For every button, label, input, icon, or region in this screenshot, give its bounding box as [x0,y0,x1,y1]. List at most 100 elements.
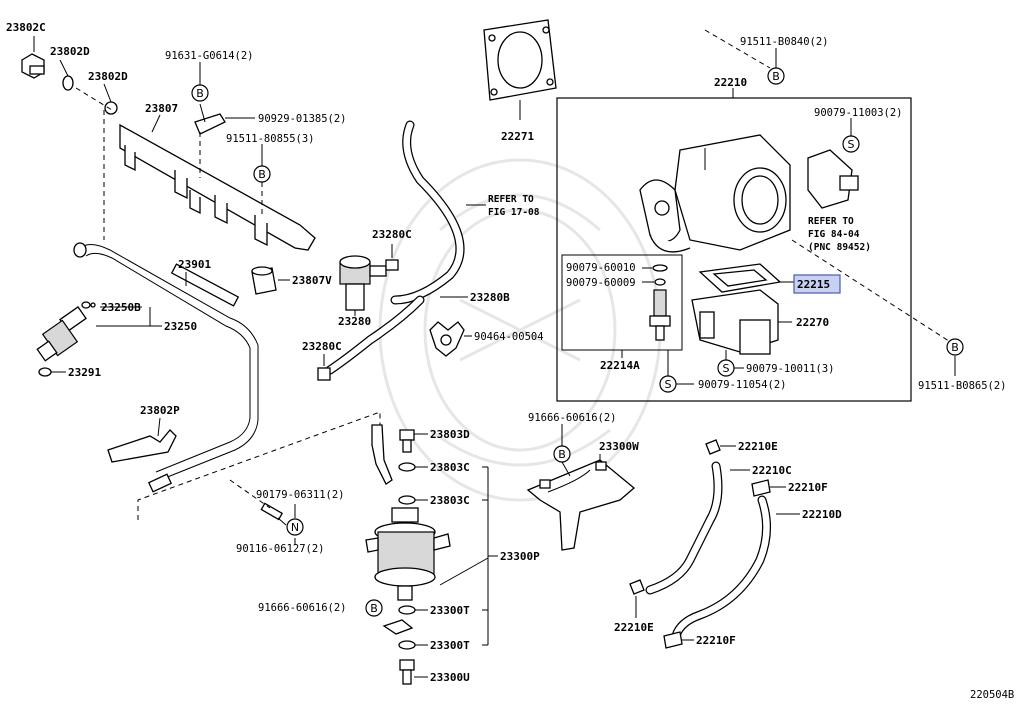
label-23802D-a[interactable]: 23802D [50,45,90,58]
part-22214A-sensor[interactable] [649,264,671,341]
part-23901-fuel-pipe[interactable] [73,242,259,493]
label-91511-80855[interactable]: 91511-80855(3) [226,133,315,145]
part-22210F-clamp[interactable] [751,479,771,497]
marker-b-91511-B0865[interactable]: B [946,338,964,356]
label-23803D[interactable]: 23803D [430,428,470,441]
part-23300-fitting[interactable] [382,619,414,635]
marker-b-91511-B0840[interactable]: B [767,67,785,85]
label-90079-60010[interactable]: 90079-60010 [566,262,636,274]
label-23300P[interactable]: 23300P [500,550,540,563]
part-22210E-clamp-2[interactable] [629,579,645,595]
part-23250-injector[interactable] [36,306,87,362]
label-22215[interactable]: 22215 [797,278,830,291]
marker-b-91631[interactable]: B [191,84,209,102]
label-23280C-a[interactable]: 23280C [372,228,412,241]
marker-s-90079-11003[interactable]: S [842,135,860,153]
part-23291-oring[interactable] [38,367,52,377]
label-23280[interactable]: 23280 [338,315,371,328]
label-90464[interactable]: 90464-00504 [474,331,544,343]
label-22271[interactable]: 22271 [501,130,534,143]
label-23803C-a[interactable]: 23803C [430,461,470,474]
marker-s-90079-10011[interactable]: S [717,359,735,377]
part-23280C-clamp-2[interactable] [317,367,331,381]
part-23300T-washer[interactable] [398,605,416,615]
part-23802P-pipe[interactable] [107,429,177,463]
label-23300T-b[interactable]: 23300T [430,639,470,652]
part-22270-iac-valve[interactable] [691,289,779,355]
label-23802C[interactable]: 23802C [6,21,46,34]
refer-fig-17-08-line1[interactable]: REFER TO [488,194,534,205]
label-90929[interactable]: 90929-01385(2) [258,113,347,125]
part-22271-gasket[interactable] [483,19,557,101]
part-23300W-bracket[interactable] [526,459,636,551]
part-23280C-clamp[interactable] [385,259,399,271]
label-90179[interactable]: 90179-06311(2) [256,489,345,501]
part-23280B-hose[interactable] [325,120,465,375]
part-22210F-clamp-2[interactable] [663,631,683,649]
label-91666-b[interactable]: 91666-60616(2) [528,412,617,424]
label-22210E-b[interactable]: 22210E [614,621,654,634]
refer-fig-17-08-line2[interactable]: FIG 17-08 [488,207,540,218]
marker-n-90179[interactable]: N [286,518,304,536]
part-90464-clip[interactable] [429,321,465,357]
refer-fig-84-04-line1[interactable]: REFER TO [808,216,854,227]
label-23901[interactable]: 23901 [178,258,211,271]
label-91631[interactable]: 91631-G0614(2) [165,50,254,62]
part-22210E-clamp[interactable] [705,439,721,455]
part-23280-regulator[interactable] [339,255,387,311]
label-90116[interactable]: 90116-06127(2) [236,543,325,555]
label-23300T-a[interactable]: 23300T [430,604,470,617]
refer-fig-84-04-line2[interactable]: FIG 84-04 [808,229,860,240]
marker-b-91666-bracket[interactable]: B [553,445,571,463]
part-23802C[interactable] [21,53,45,79]
highlighted-part-box[interactable] [793,274,841,294]
label-23300W[interactable]: 23300W [599,440,639,453]
part-23803C-washer[interactable] [398,462,416,472]
label-22210F-b[interactable]: 22210F [696,634,736,647]
part-22210-throttle-body[interactable] [639,134,791,253]
label-23291[interactable]: 23291 [68,366,101,379]
part-23803D-bolt[interactable] [399,429,415,453]
part-fuel-filter-pipe[interactable] [371,424,393,485]
label-22210C[interactable]: 22210C [752,464,792,477]
label-22270[interactable]: 22270 [796,316,829,329]
label-23803C-b[interactable]: 23803C [430,494,470,507]
label-91511-B0840[interactable]: 91511-B0840(2) [740,36,829,48]
part-22210D-hose[interactable] [671,495,771,641]
refer-fig-84-04-line3[interactable]: (PNC 89452) [808,242,871,253]
part-23802D-washer-2[interactable] [104,101,118,115]
label-23250B[interactable]: 23250B [101,301,141,314]
label-23802P[interactable]: 23802P [140,404,180,417]
label-23807[interactable]: 23807 [145,102,178,115]
label-22210[interactable]: 22210 [714,76,747,89]
label-91511-B0865[interactable]: 91511-B0865(2) [918,380,1007,392]
part-23300T-washer-2[interactable] [398,640,416,650]
part-90179-stud[interactable] [260,502,284,521]
part-90929-clip[interactable] [194,113,226,135]
label-90079-10011[interactable]: 90079-10011(3) [746,363,835,375]
label-23250[interactable]: 23250 [164,320,197,333]
label-23807V[interactable]: 23807V [292,274,332,287]
label-22210D[interactable]: 22210D [802,508,842,521]
part-23802D-washer[interactable] [62,75,74,91]
part-23300P-fuel-filter[interactable] [365,507,451,601]
part-23807-fuel-rail[interactable] [119,123,316,251]
throttle-position-sensor[interactable] [807,149,859,209]
label-22214A[interactable]: 22214A [600,359,640,372]
label-22210F-a[interactable]: 22210F [788,481,828,494]
part-23300U-bolt[interactable] [399,659,415,685]
part-23803C-washer-2[interactable] [398,495,416,505]
label-90079-60009[interactable]: 90079-60009 [566,277,636,289]
label-23280C-b[interactable]: 23280C [302,340,342,353]
label-23280B[interactable]: 23280B [470,291,510,304]
label-91666-a[interactable]: 91666-60616(2) [258,602,347,614]
label-23802D-b[interactable]: 23802D [88,70,128,83]
part-22210C-hose[interactable] [645,461,723,595]
marker-s-90079-11054[interactable]: S [659,375,677,393]
part-22215-gasket[interactable] [698,263,782,293]
label-22210E-a[interactable]: 22210E [738,440,778,453]
label-90079-11054[interactable]: 90079-11054(2) [698,379,787,391]
label-90079-11003[interactable]: 90079-11003(2) [814,107,903,119]
marker-b-91511-80855[interactable]: B [253,165,271,183]
part-23807V-grommet[interactable] [251,266,277,295]
